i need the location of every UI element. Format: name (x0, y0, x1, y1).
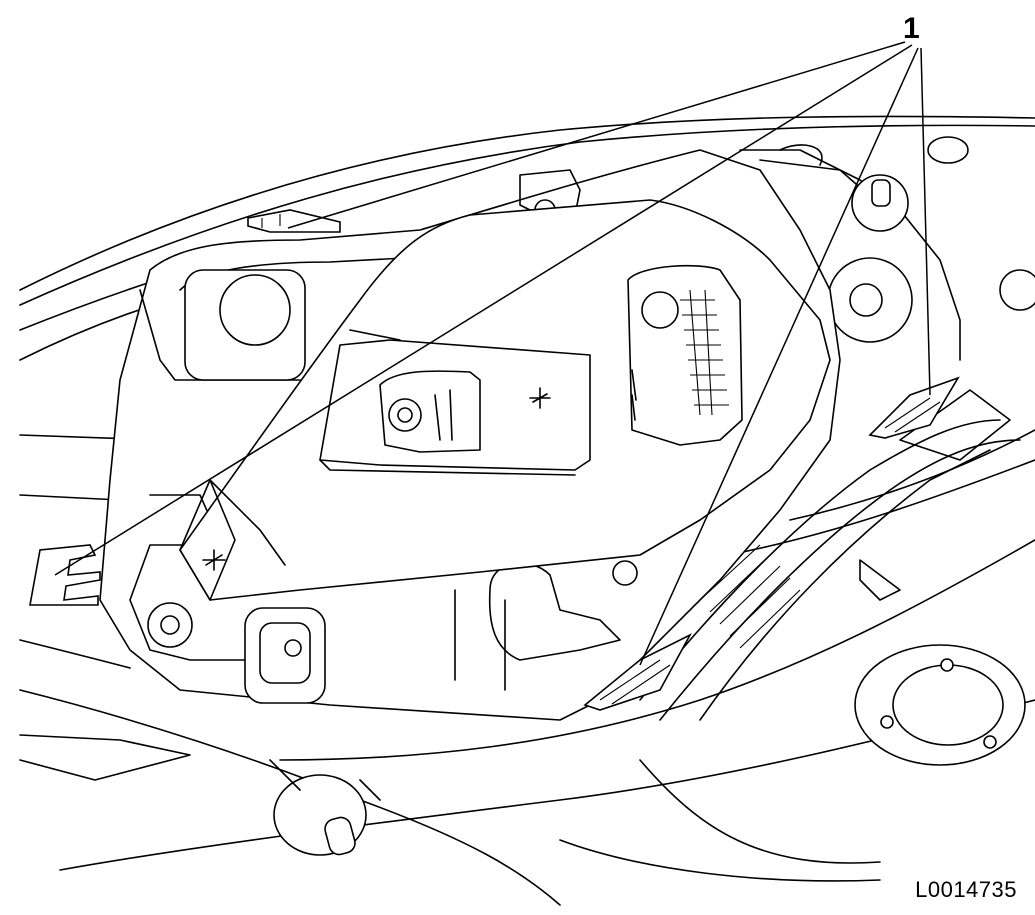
left-clip (29, 544, 101, 606)
lower-right-rails (639, 389, 1021, 721)
right-clip (868, 376, 960, 439)
callout-leader-lines (54, 41, 931, 666)
side-window-grille (627, 264, 743, 446)
top-clip (247, 209, 341, 233)
lower-mounting-post (269, 759, 381, 856)
round-fitting (854, 644, 1026, 766)
figure-id-label: L0014735 (915, 877, 1017, 902)
lower-right-clip (583, 633, 692, 711)
callout-number-label: 1 (903, 12, 920, 45)
right-mounting-area (739, 136, 1035, 361)
